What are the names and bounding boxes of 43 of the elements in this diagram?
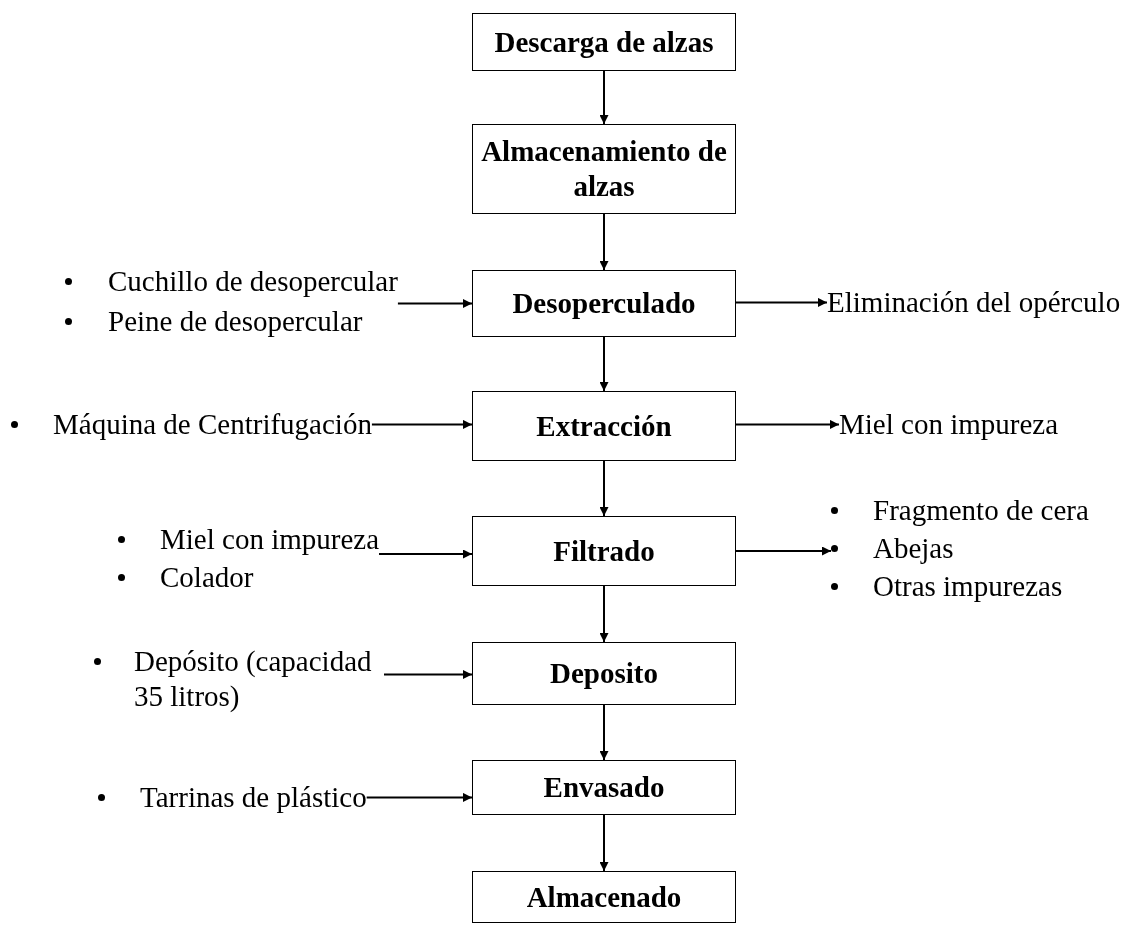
arrow: [599, 704, 609, 761]
list-item-text: Otras impurezas: [873, 568, 1063, 604]
arrow: [378, 549, 473, 559]
arrow: [396, 299, 473, 308]
process-label: Descarga de alzas: [493, 24, 715, 60]
list-item-text: Tarrinas de plástico: [140, 780, 367, 815]
process-box: [472, 124, 736, 214]
process-box: [472, 516, 736, 586]
arrow: [370, 419, 473, 429]
process-box: [472, 391, 736, 461]
arrow: [735, 546, 832, 556]
list-item-text: Depósito (capacidad 35 litros): [134, 644, 373, 714]
process-box: [472, 871, 736, 923]
list-item-text: Peine de desopercular: [108, 303, 363, 339]
arrow: [599, 213, 609, 271]
arrow: [383, 670, 473, 679]
output-text: Eliminación del opérculo: [827, 285, 1121, 320]
list-item-text: Colador: [160, 559, 254, 595]
process-label: Almacenado: [525, 879, 683, 915]
list-item-text: Cuchillo de desopercular: [108, 264, 398, 299]
list-item-text: Abejas: [873, 530, 954, 566]
arrow: [599, 70, 609, 125]
arrow: [735, 419, 840, 429]
process-label: Envasado: [542, 770, 666, 805]
process-label: Deposito: [549, 656, 659, 691]
process-box: [472, 760, 736, 815]
list-item-text: Máquina de Centrifugación: [53, 407, 372, 442]
arrow: [365, 792, 473, 802]
arrow: [599, 460, 609, 517]
process-box: [472, 642, 736, 705]
output-text: Miel con impureza: [839, 407, 1059, 442]
process-label: Filtrado: [552, 533, 656, 569]
process-box: [472, 270, 736, 337]
arrow: [599, 585, 609, 643]
list-item-text: Miel con impureza: [160, 522, 380, 557]
process-label: Desoperculado: [511, 286, 697, 321]
process-box: [472, 13, 736, 71]
arrow: [735, 297, 828, 307]
list-item-text: Fragmento de cera: [873, 493, 1089, 528]
arrow: [599, 336, 609, 392]
process-label: Almacenamiento de alzas: [480, 134, 728, 204]
arrow: [599, 814, 609, 872]
process-label: Extracción: [535, 408, 673, 444]
